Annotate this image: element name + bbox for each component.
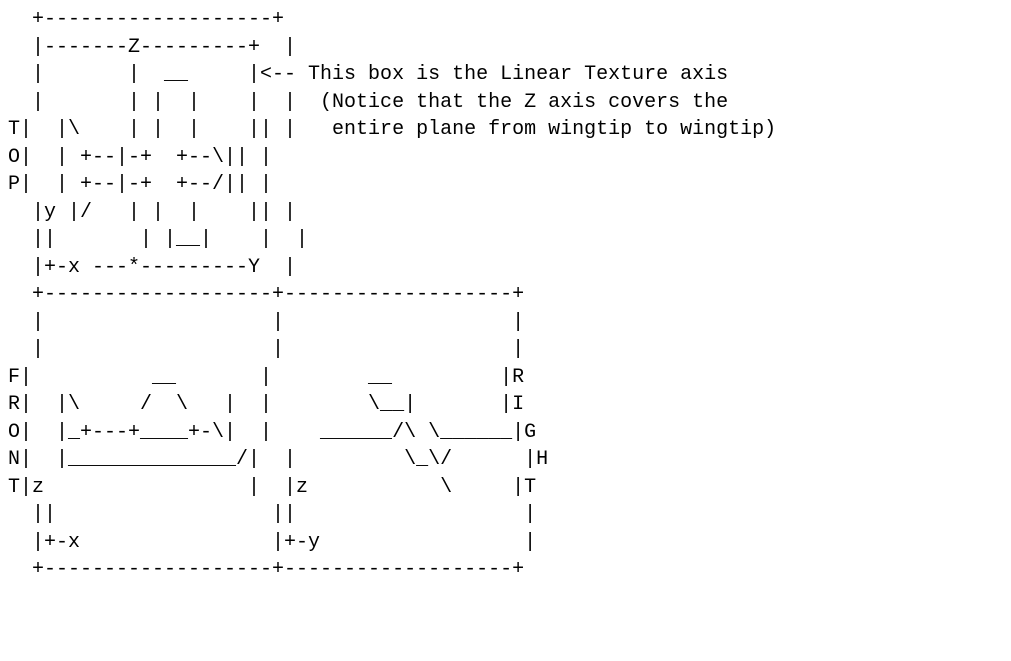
- diagram-line-14: F| __ | __ |R: [8, 365, 525, 389]
- diagram-line-19: || || |: [8, 503, 537, 526]
- diagram-line-7: P| | +--|-+ +--/|| |: [8, 173, 273, 196]
- diagram-line-10: |+-x ---*---------Y |: [8, 255, 297, 279]
- diagram-line-16: O| |_+---+____+-\| | ______/\ \______|G: [8, 420, 537, 444]
- diagram-line-18: T|z | |z \ |T: [8, 475, 537, 499]
- diagram-line-15: R| |\ / \ | | \__| |I: [8, 393, 525, 416]
- diagram-line-13: | | |: [8, 338, 525, 361]
- diagram-line-3: | | __ |<-- This box is the Linear Textu…: [8, 63, 729, 86]
- diagram-line-12: | | |: [8, 310, 525, 334]
- diagram-line-8: |y |/ | | | || |: [8, 200, 297, 224]
- ascii-diagram: +-------------------+ |-------Z---------…: [8, 6, 776, 584]
- diagram-line-11: +-------------------+-------------------…: [8, 283, 525, 306]
- diagram-line-6: O| | +--|-+ +--\|| |: [8, 145, 273, 169]
- diagram-line-17: N| |______________/| | \_\/ |H: [8, 448, 549, 471]
- diagram-line-21: +-------------------+-------------------…: [8, 558, 525, 581]
- diagram-line-20: |+-x |+-y |: [8, 530, 537, 554]
- diagram-line-9: || | |__| | |: [8, 228, 309, 251]
- diagram-line-1: +-------------------+: [8, 8, 285, 31]
- diagram-line-5: T| |\ | | | || | entire plane from wingt…: [8, 118, 777, 141]
- diagram-line-2: |-------Z---------+ |: [8, 35, 297, 59]
- diagram-line-4: | | | | | | (Notice that the Z axis cove…: [8, 90, 729, 114]
